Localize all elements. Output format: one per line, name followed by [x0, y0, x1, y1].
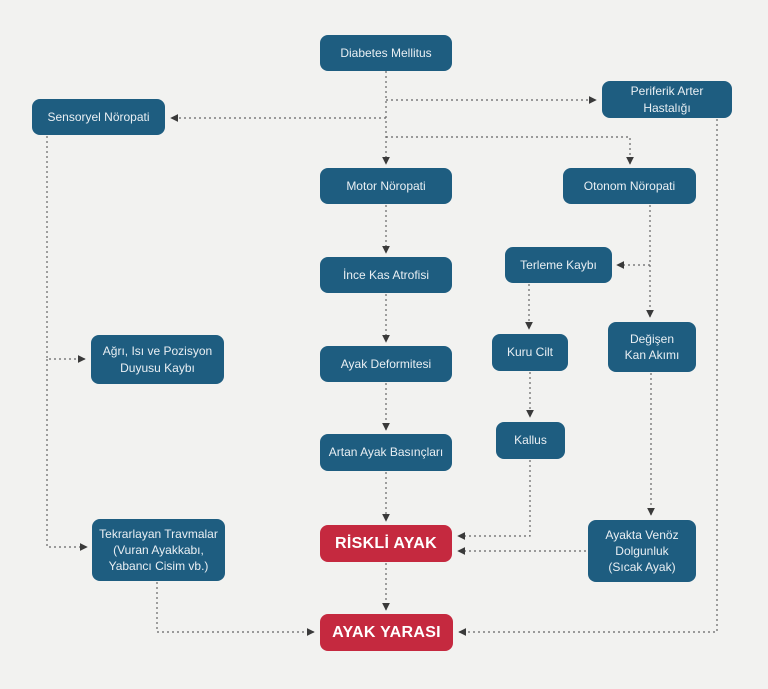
node-agri-isi-pozisyon: Ağrı, Isı ve Pozisyon Duyusu Kaybı — [91, 335, 224, 384]
node-label: Kallus — [514, 433, 547, 448]
node-ayak-deformitesi: Ayak Deformitesi — [320, 346, 452, 382]
node-label: Motor Nöropati — [346, 178, 426, 193]
edge-tekrarlayan-to-yarasi — [156, 582, 315, 636]
node-ince-kas-atrofisi: İnce Kas Atrofisi — [320, 257, 452, 293]
edge-sensoryel-to-tekrarlayan — [46, 359, 88, 551]
node-tekrarlayan-travmalar: Tekrarlayan Travmalar (Vuran Ayakkabı, Y… — [92, 519, 225, 581]
node-terleme-kaybi: Terleme Kaybı — [505, 247, 612, 283]
edge-periferik-to-yarasi — [458, 119, 718, 636]
node-riskli-ayak: RİSKLİ AYAK — [320, 525, 452, 562]
node-label: Artan Ayak Basınçları — [328, 445, 444, 460]
node-label: Ağrı, Isı ve Pozisyon Duyusu Kaybı — [102, 344, 213, 375]
node-label: Değişen Kan Akımı — [624, 331, 680, 362]
node-label: RİSKLİ AYAK — [335, 534, 437, 552]
node-kallus: Kallus — [496, 422, 565, 459]
node-label: Diabetes Mellitus — [340, 45, 432, 60]
edge-kallus-to-riskli — [457, 460, 531, 540]
edges — [46, 71, 718, 636]
node-label: Otonom Nöropati — [583, 178, 676, 193]
node-sensoryel-noropati: Sensoryel Nöropati — [32, 99, 165, 135]
node-artan-ayak-basinclari: Artan Ayak Basınçları — [320, 434, 452, 471]
node-label: AYAK YARASI — [332, 623, 441, 641]
node-ayakta-venoz-dolgunluk: Ayakta Venöz Dolgunluk (Sıcak Ayak) — [588, 520, 696, 582]
node-diabetes-mellitus: Diabetes Mellitus — [320, 35, 452, 71]
node-degisen-kan-akimi: Değişen Kan Akımı — [608, 322, 696, 372]
node-label: Sensoryel Nöropati — [47, 109, 150, 124]
edge-dm-to-otonom — [386, 136, 634, 165]
node-label: Ayakta Venöz Dolgunluk (Sıcak Ayak) — [605, 527, 679, 575]
node-motor-noropati: Motor Nöropati — [320, 168, 452, 204]
node-label: Terleme Kaybı — [520, 257, 597, 272]
edge-sensoryel-to-agri — [46, 136, 86, 363]
node-label: Tekrarlayan Travmalar (Vuran Ayakkabı, Y… — [99, 526, 218, 574]
node-kuru-cilt: Kuru Cilt — [492, 334, 568, 371]
node-periferik-arter-hastaligi: Periferik Arter Hastalığı — [602, 81, 732, 118]
node-label: Periferik Arter Hastalığı — [630, 84, 704, 115]
node-label: Kuru Cilt — [506, 345, 553, 360]
node-ayak-yarasi: AYAK YARASI — [320, 614, 453, 651]
node-label: Ayak Deformitesi — [340, 356, 432, 371]
node-otonom-noropati: Otonom Nöropati — [563, 168, 696, 204]
node-label: İnce Kas Atrofisi — [342, 267, 430, 282]
